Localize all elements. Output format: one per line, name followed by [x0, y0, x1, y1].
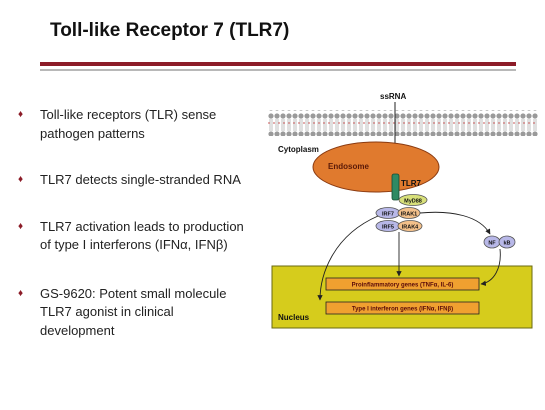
interferon-genes-box: [325, 301, 480, 315]
title-rule-gray: [40, 69, 516, 71]
irak1-to-nfkb-arrow: [419, 211, 491, 235]
irak4-label: IRAK4: [402, 225, 419, 231]
irak1-label: IRAK1: [401, 212, 418, 218]
myd88-node: [398, 194, 428, 206]
bullet-text: Toll-like receptors (TLR) sense: [40, 107, 217, 122]
endosome-label: Endosome: [328, 162, 369, 171]
irf7-label: IRF7: [382, 212, 394, 218]
bullet-text: pathogen patterns: [40, 125, 145, 141]
tlr7-receptor: [391, 173, 400, 201]
bullet-item: ♦ TLR7 detects single-stranded RNA: [18, 171, 268, 190]
nf-label: NF: [488, 241, 496, 247]
nfkb-right-node: [498, 235, 516, 249]
endosome: [312, 141, 440, 193]
nucleus: [271, 265, 533, 329]
bullet-item: ♦ Toll-like receptors (TLR) sense pathog…: [18, 106, 268, 143]
slide-title: Toll-like Receptor 7 (TLR7): [50, 20, 290, 41]
title-rule-red: [40, 62, 516, 66]
diamond-bullet-icon: ♦: [18, 174, 24, 185]
bullet-item: ♦ TLR7 activation leads to production of…: [18, 218, 268, 255]
ssrna-label: ssRNA: [380, 92, 406, 101]
irf5-label: IRF5: [382, 225, 394, 231]
irf7-to-interferon-arrow: [317, 215, 379, 301]
interferon-genes-label: Type I interferon genes (IFNα, IFNβ): [352, 307, 453, 313]
cytoplasm-label: Cytoplasm: [278, 145, 319, 154]
bullet-text: TLR7 agonist in clinical: [40, 304, 174, 319]
bullet-text: GS-9620: Potent small molecule: [40, 285, 227, 301]
proinflammatory-genes-box: [325, 277, 480, 291]
irak4-node: [397, 220, 423, 232]
diamond-bullet-icon: ♦: [18, 287, 24, 299]
kb-label: kB: [503, 241, 510, 247]
bullet-text: of type I interferons (IFNα, IFNβ): [40, 237, 228, 252]
diamond-bullet-icon: ♦: [18, 109, 24, 120]
myd88-label: MyD88: [404, 199, 422, 205]
tlr7-pathway-diagram: ssRNA Cytoplasm Endosome TLR7 MyD88 IRF7…: [268, 92, 538, 329]
bullet-list: ♦ Toll-like receptors (TLR) sense pathog…: [18, 106, 268, 340]
diamond-bullet-icon: ♦: [18, 220, 24, 232]
tlr7-label: TLR7: [401, 179, 422, 188]
bullet-text: TLR7 detects single-stranded RNA: [40, 172, 241, 187]
nfkb-to-proinflammatory-arrow: [480, 248, 501, 286]
proinflammatory-genes-label: Proinflammatory genes (TNFα, IL-6): [352, 283, 454, 289]
bullet-item: ♦ GS-9620: Potent small molecule TLR7 ag…: [18, 285, 268, 341]
nucleus-label: Nucleus: [278, 313, 310, 322]
bullet-text: development: [40, 322, 115, 338]
bullet-text: TLR7 activation leads to production: [40, 218, 244, 234]
